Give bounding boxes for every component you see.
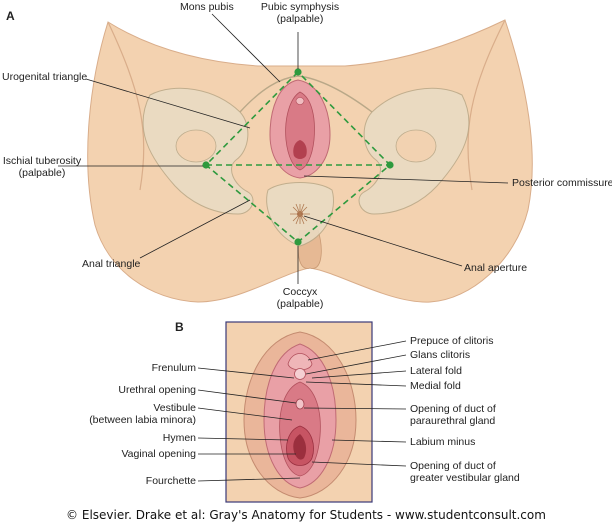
vaginal-opening — [293, 434, 307, 460]
label-vestibule: Vestibule (between labia minora) — [60, 402, 196, 426]
label-urethral-opening: Urethral opening — [118, 384, 196, 396]
label-vestibule-note: (between labia minora) — [89, 414, 196, 426]
leader-frenulum — [197, 367, 295, 379]
label-prepuce-of-clitoris: Prepuce of clitoris — [410, 335, 494, 347]
leader-hymen — [197, 437, 289, 441]
panel-a-letter: A — [6, 9, 15, 23]
label-paraurethral-duct: Opening of duct of paraurethral gland — [410, 403, 496, 427]
label-anal-aperture: Anal aperture — [464, 262, 528, 274]
leader-urogenital-triangle — [85, 78, 251, 129]
label-ischial-tuberosity-name: Ischial tuberosity — [2, 155, 82, 167]
label-hymen: Hymen — [162, 432, 196, 444]
label-medial-fold: Medial fold — [410, 380, 461, 392]
label-glans-clitoris: Glans clitoris — [410, 349, 471, 361]
left-ischial-marker — [202, 161, 210, 169]
leader-anal-triangle — [139, 199, 251, 259]
label-ischial-tuberosity-note: (palpable) — [18, 167, 66, 179]
label-vestibule-name: Vestibule — [153, 402, 196, 414]
panel-b-letter: B — [175, 320, 184, 334]
label-vestibular-duct: Opening of duct of greater vestibular gl… — [410, 460, 520, 484]
pubic-symphysis-marker — [294, 68, 302, 76]
leader-mons-pubis — [211, 13, 281, 83]
anal-aperture — [290, 203, 310, 225]
leader-fourchette — [197, 477, 301, 482]
right-ischial-marker — [386, 161, 394, 169]
label-frenulum: Frenulum — [151, 362, 196, 374]
panel-a-figure — [58, 13, 533, 303]
copyright-credit: © Elsevier. Drake et al: Gray's Anatomy … — [66, 508, 546, 522]
label-vestibular-duct-line2: greater vestibular gland — [410, 472, 520, 484]
leader-lateral-fold — [311, 370, 407, 379]
panel-b-figure — [197, 321, 407, 503]
label-labium-minus: Labium minus — [410, 436, 476, 448]
leader-posterior-commissure — [303, 175, 509, 184]
label-vaginal-opening: Vaginal opening — [121, 448, 196, 460]
label-vestibular-duct-line1: Opening of duct of — [410, 460, 496, 472]
leader-labium-minus — [331, 439, 407, 443]
leader-glans-clitoris — [305, 354, 407, 375]
label-ischial-tuberosity: Ischial tuberosity (palpable) — [0, 155, 84, 179]
label-pubic-symphysis: Pubic symphysis (palpable) — [258, 1, 342, 25]
leader-vestibular-duct — [311, 461, 407, 467]
label-lateral-fold: Lateral fold — [410, 365, 462, 377]
label-urogenital-triangle: Urogenital triangle — [2, 71, 88, 83]
label-mons-pubis: Mons pubis — [180, 1, 234, 13]
leader-anal-aperture — [303, 215, 463, 267]
leader-medial-fold — [305, 381, 407, 387]
prepuce — [287, 353, 313, 371]
label-coccyx-note: (palpable) — [276, 298, 324, 310]
coccyx-marker — [294, 238, 302, 246]
urethral-opening — [295, 398, 305, 410]
leader-vestibule — [197, 407, 293, 421]
label-fourchette: Fourchette — [145, 475, 196, 487]
label-posterior-commissure: Posterior commissure — [512, 177, 612, 189]
label-paraurethral-duct-line1: Opening of duct of — [410, 403, 496, 415]
label-anal-triangle: Anal triangle — [82, 258, 141, 270]
leader-prepuce — [307, 340, 407, 361]
leader-paraurethral-duct — [303, 407, 407, 410]
label-pubic-symphysis-name: Pubic symphysis — [260, 1, 340, 13]
label-coccyx: Coccyx (palpable) — [258, 286, 342, 310]
label-paraurethral-duct-line2: paraurethral gland — [410, 415, 496, 427]
glans-clitoris — [294, 368, 306, 380]
label-coccyx-name: Coccyx — [282, 286, 318, 298]
leader-urethral-opening — [197, 389, 297, 404]
label-pubic-symphysis-note: (palpable) — [276, 13, 324, 25]
